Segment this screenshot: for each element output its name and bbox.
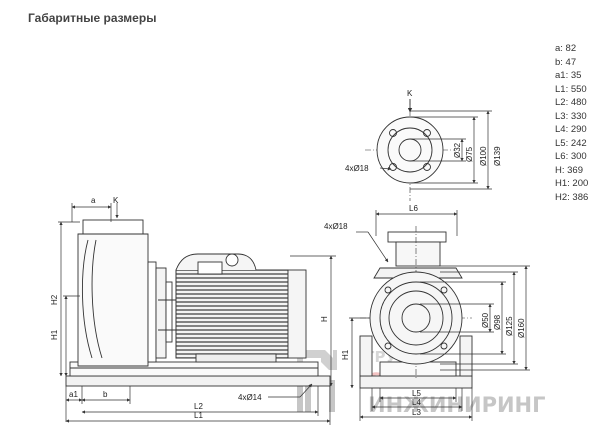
dim-label-h: H [320,316,329,322]
dimension-item: H2: 386 [555,191,589,203]
dimension-item: H1: 200 [555,178,589,189]
flange-d100: Ø100 [479,146,488,166]
front-d98: Ø98 [493,314,502,330]
dimension-item: L1: 550 [555,83,587,95]
dimension-item: L5: 242 [555,137,587,149]
dim-label-l2: L2 [194,402,203,411]
dimension-item: L4: 290 [555,124,587,135]
front-d125: Ø125 [505,316,514,336]
front-label-l6: L6 [409,204,418,213]
flange-d139: Ø139 [493,146,502,166]
dim-label-b: b [103,390,108,399]
dim-label-h2: H2 [50,294,59,305]
front-d50: Ø50 [481,312,490,328]
dimension-item: a: 82 [555,43,577,54]
flange-dimensions [379,110,492,190]
front-d160: Ø160 [517,318,526,338]
front-label-l3: L3 [412,408,421,417]
page-title: Габаритные размеры [28,11,157,25]
dim-label-l1: L1 [194,411,203,420]
dimension-item: H: 369 [555,164,583,176]
front-view [359,226,473,389]
flange-holes-label: 4xØ18 [345,164,369,173]
front-label-l4: L4 [412,398,421,407]
front-label-h1: H1 [341,349,350,360]
dim-label-h1-side: H1 [50,329,59,340]
flange-d75: Ø75 [465,146,474,162]
front-dimensions [349,210,530,421]
dim-label-a1: a1 [69,390,78,399]
dimension-item: L6: 300 [555,151,587,162]
dimension-list: a: 82 b: 47 a1: 35 L1: 550 L2: 480 L3: 3… [555,42,588,204]
dim-label-k-side: K [113,196,119,205]
flange-label-k: K [407,89,413,98]
flange-view [365,99,455,201]
dimension-item: L2: 480 [555,97,587,108]
front-label-l5: L5 [412,389,421,398]
dimension-item: b: 47 [555,56,577,68]
dim-label-a: a [91,196,96,205]
watermark-line3: ИНЖИНИРИНГ [368,393,546,417]
flange-d32: Ø32 [453,142,462,158]
side-view [65,219,331,387]
side-dimensions [58,203,336,425]
dimension-item: L3: 330 [555,110,587,122]
base-holes-label: 4xØ14 [238,393,262,402]
front-holes-label: 4xØ18 [324,222,348,231]
dimension-item: a1: 35 [555,70,582,81]
